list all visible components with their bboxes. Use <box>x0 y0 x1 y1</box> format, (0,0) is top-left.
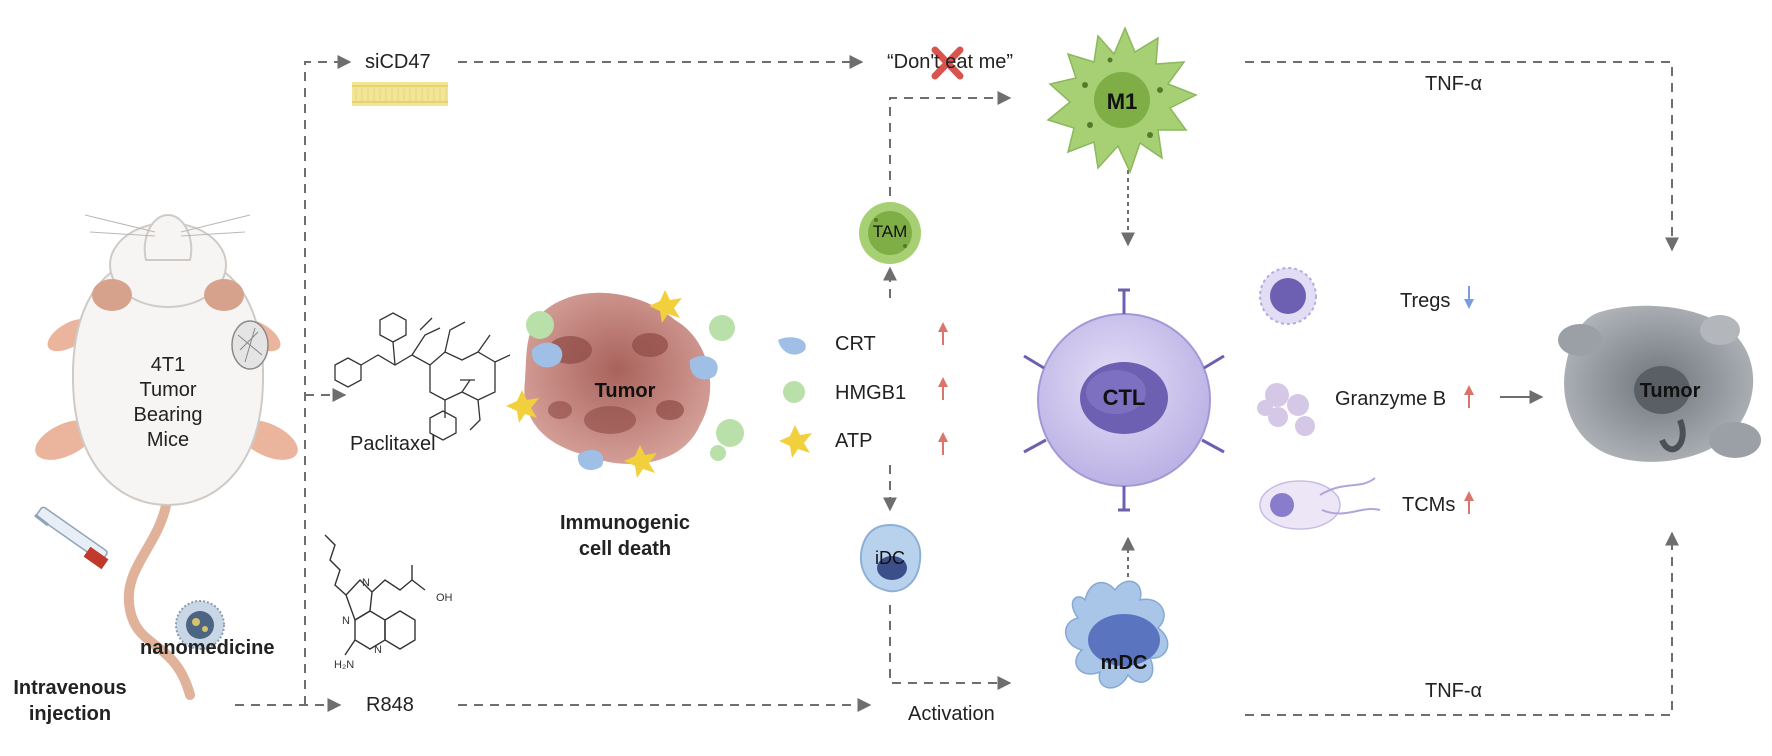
m1-label: M1 <box>1106 89 1138 114</box>
treg-cell <box>1259 267 1317 325</box>
activation-label: Activation <box>908 703 995 725</box>
ctl-label: CTL <box>1102 385 1146 410</box>
mouse-label: 4T1 Tumor Bearing Mice <box>133 354 203 451</box>
nanomedicine-label: nanomedicine <box>140 637 275 659</box>
hmgb1-label: HMGB1 <box>835 382 907 404</box>
mdc-cell <box>1065 580 1169 689</box>
r848-n3: N <box>374 644 382 656</box>
idc-cell <box>860 523 922 593</box>
mouse-illustration <box>35 213 298 700</box>
r848-nh2: H₂N <box>334 659 355 671</box>
cross-icon <box>931 46 964 80</box>
paclitaxel-structure <box>334 312 511 441</box>
atp-label: ATP <box>835 430 873 452</box>
tumor-icd-label: Tumor <box>594 380 656 402</box>
sirna-icon <box>352 82 448 106</box>
dont-eat-me-label: “Don't eat me” <box>887 51 1014 73</box>
tnf-bottom-label: TNF-α <box>1425 680 1483 702</box>
r848-oh: OH <box>436 592 453 604</box>
tcm-cell <box>1259 477 1381 530</box>
tcms-label: TCMs <box>1402 494 1456 516</box>
intravenous-label: Intravenous injection <box>13 677 127 725</box>
nanoparticle-icon <box>175 600 225 650</box>
tregs-label: Tregs <box>1400 290 1451 312</box>
middle-arrows <box>883 61 1679 716</box>
sicd47-label: siCD47 <box>365 51 431 73</box>
tumor-final-illustration <box>1558 305 1761 462</box>
icd-label: Immunogenic cell death <box>559 512 690 560</box>
tumor-icd-illustration <box>506 290 744 478</box>
r848-structure <box>324 534 426 656</box>
indicator-arrows <box>938 286 1474 514</box>
granzyme-label: Granzyme B <box>1335 388 1447 410</box>
atp-icon <box>779 425 812 458</box>
tam-cell <box>859 202 921 264</box>
r848-label: R848 <box>366 694 414 716</box>
m1-cell <box>1046 26 1198 175</box>
idc-label: iDC <box>875 548 905 568</box>
syringe-icon <box>34 506 109 570</box>
mdc-label: mDC <box>1100 652 1148 674</box>
branch-arrows <box>235 55 872 712</box>
r848-n1: N <box>362 577 370 589</box>
tam-label: TAM <box>872 222 908 241</box>
hmgb1-icon <box>783 381 805 403</box>
granzyme-icon <box>1257 383 1315 436</box>
r848-n2: N <box>342 615 350 627</box>
crt-icon <box>778 337 806 355</box>
paclitaxel-label: Paclitaxel <box>350 433 436 455</box>
tumor-final-label: Tumor <box>1639 380 1701 402</box>
ctl-cell <box>1023 288 1225 512</box>
tnf-top-label: TNF-α <box>1425 73 1483 95</box>
crt-label: CRT <box>835 333 876 355</box>
